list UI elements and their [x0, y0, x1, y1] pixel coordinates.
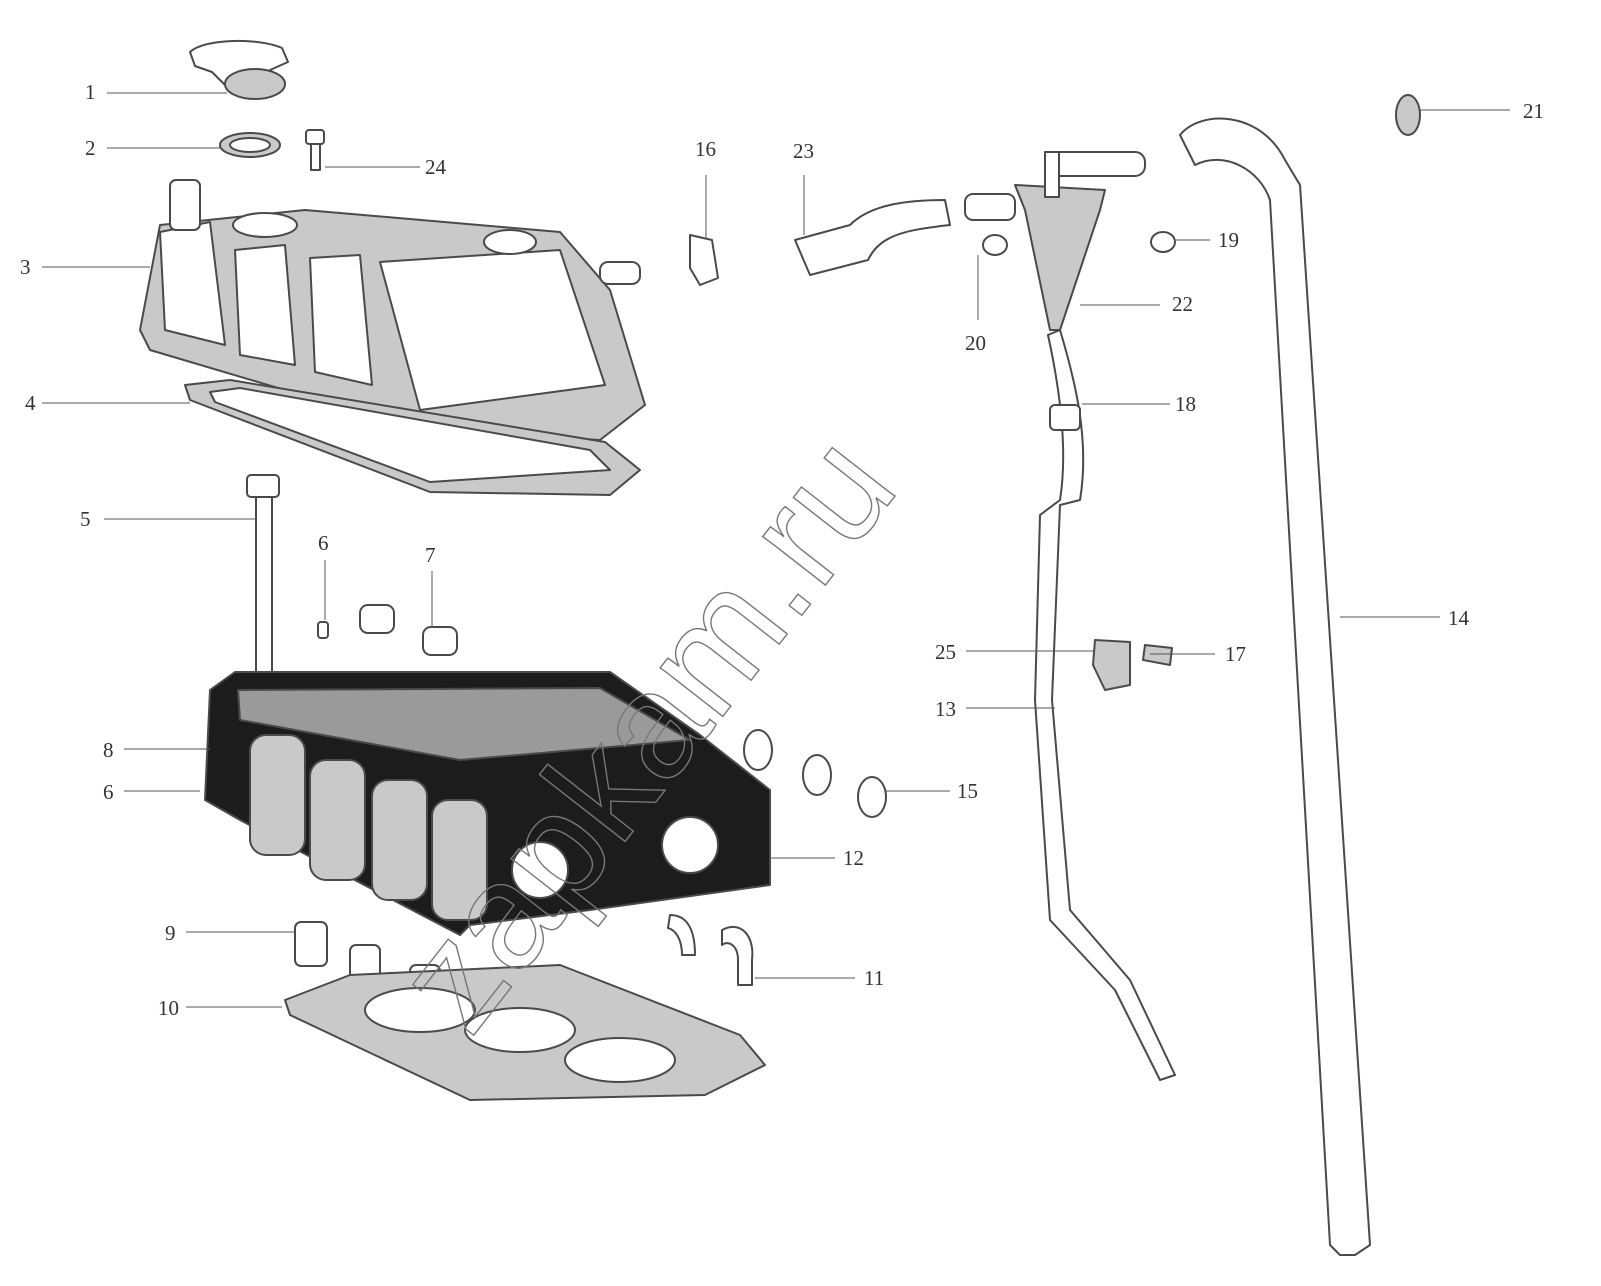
expansion-plug-2: [802, 754, 832, 796]
callout-21: 21: [1523, 99, 1544, 123]
callout-1: 1: [85, 80, 96, 104]
valve-cover: [139, 179, 646, 441]
callout-19: 19: [1218, 228, 1239, 252]
callout-6-top: 6: [318, 531, 329, 555]
oil-separator: [1014, 151, 1146, 331]
callout-20: 20: [965, 331, 986, 355]
dipstick-tube: [1034, 329, 1176, 1081]
bracket-fastener: [1142, 644, 1173, 666]
callout-24: 24: [425, 155, 447, 179]
head-gasket: [284, 964, 766, 1101]
callout-labels: 1 2 3 4 5 6 7 8 6 9 10 11 12 13 14 15 16…: [20, 80, 1544, 1020]
bent-tube: [667, 914, 754, 986]
callout-8: 8: [103, 738, 114, 762]
callout-5: 5: [80, 507, 91, 531]
callout-2: 2: [85, 136, 96, 160]
expansion-plug-3: [857, 776, 887, 818]
port-gaskets: [249, 734, 488, 921]
callout-18: 18: [1175, 392, 1196, 416]
tube-clamp: [1049, 404, 1081, 431]
expansion-plug-1: [743, 729, 773, 771]
separator-bolt-left: [982, 234, 1008, 256]
oil-filler-cap: [189, 40, 289, 100]
callout-11: 11: [864, 966, 884, 990]
separator-bolt-right: [1150, 231, 1176, 253]
callout-22: 22: [1172, 292, 1193, 316]
callout-14: 14: [1448, 606, 1470, 630]
callout-4: 4: [25, 391, 36, 415]
callout-25: 25: [935, 640, 956, 664]
callout-9: 9: [165, 921, 176, 945]
head-bolt: [246, 474, 280, 683]
callout-3: 3: [20, 255, 31, 279]
callout-13: 13: [935, 697, 956, 721]
callout-10: 10: [158, 996, 179, 1020]
breather-hose: [794, 193, 1016, 276]
callout-7: 7: [425, 543, 436, 567]
filler-cap-gasket: [219, 132, 281, 158]
bushing-top-2: [422, 626, 458, 656]
callout-16: 16: [695, 137, 716, 161]
small-bolt: [305, 129, 325, 171]
callout-12: 12: [843, 846, 864, 870]
long-pipe: [1179, 117, 1371, 1256]
callout-17: 17: [1225, 642, 1246, 666]
small-clip: [1395, 94, 1421, 136]
tube-bracket: [1092, 639, 1131, 691]
callout-23: 23: [793, 139, 814, 163]
leader-lines: [42, 92, 1510, 1008]
callout-6-side: 6: [103, 780, 114, 804]
callout-15: 15: [957, 779, 978, 803]
valve-cover-gasket: [184, 379, 641, 496]
bushing-top-1: [359, 604, 395, 634]
cylinder-head: [204, 671, 771, 936]
hose-clamp: [689, 234, 719, 286]
sleeve-bottom-1: [294, 921, 328, 967]
dowel-pin: [317, 621, 329, 639]
